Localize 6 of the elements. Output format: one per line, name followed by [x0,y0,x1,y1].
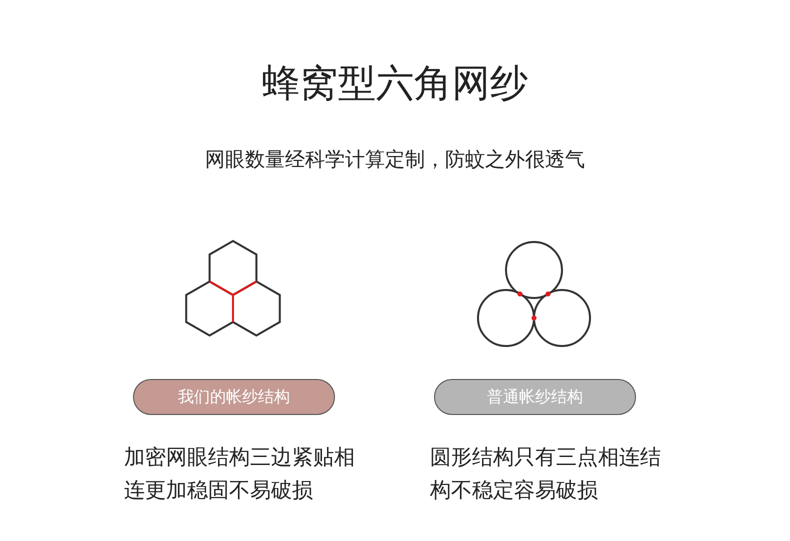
description: 加密网眼结构三边紧贴相连更加稳固不易破损 [124,444,356,504]
description: 圆形结构只有三点相连结构不稳定容易破损 [430,444,662,504]
structure-label: 我们的帐纱结构 [133,379,335,415]
title: 蜂窝型六角网纱 [261,60,529,107]
subtitle: 网眼数量经科学计算定制，防蚊之外很透气 [204,146,586,173]
structure-label: 普通帐纱结构 [434,379,636,415]
